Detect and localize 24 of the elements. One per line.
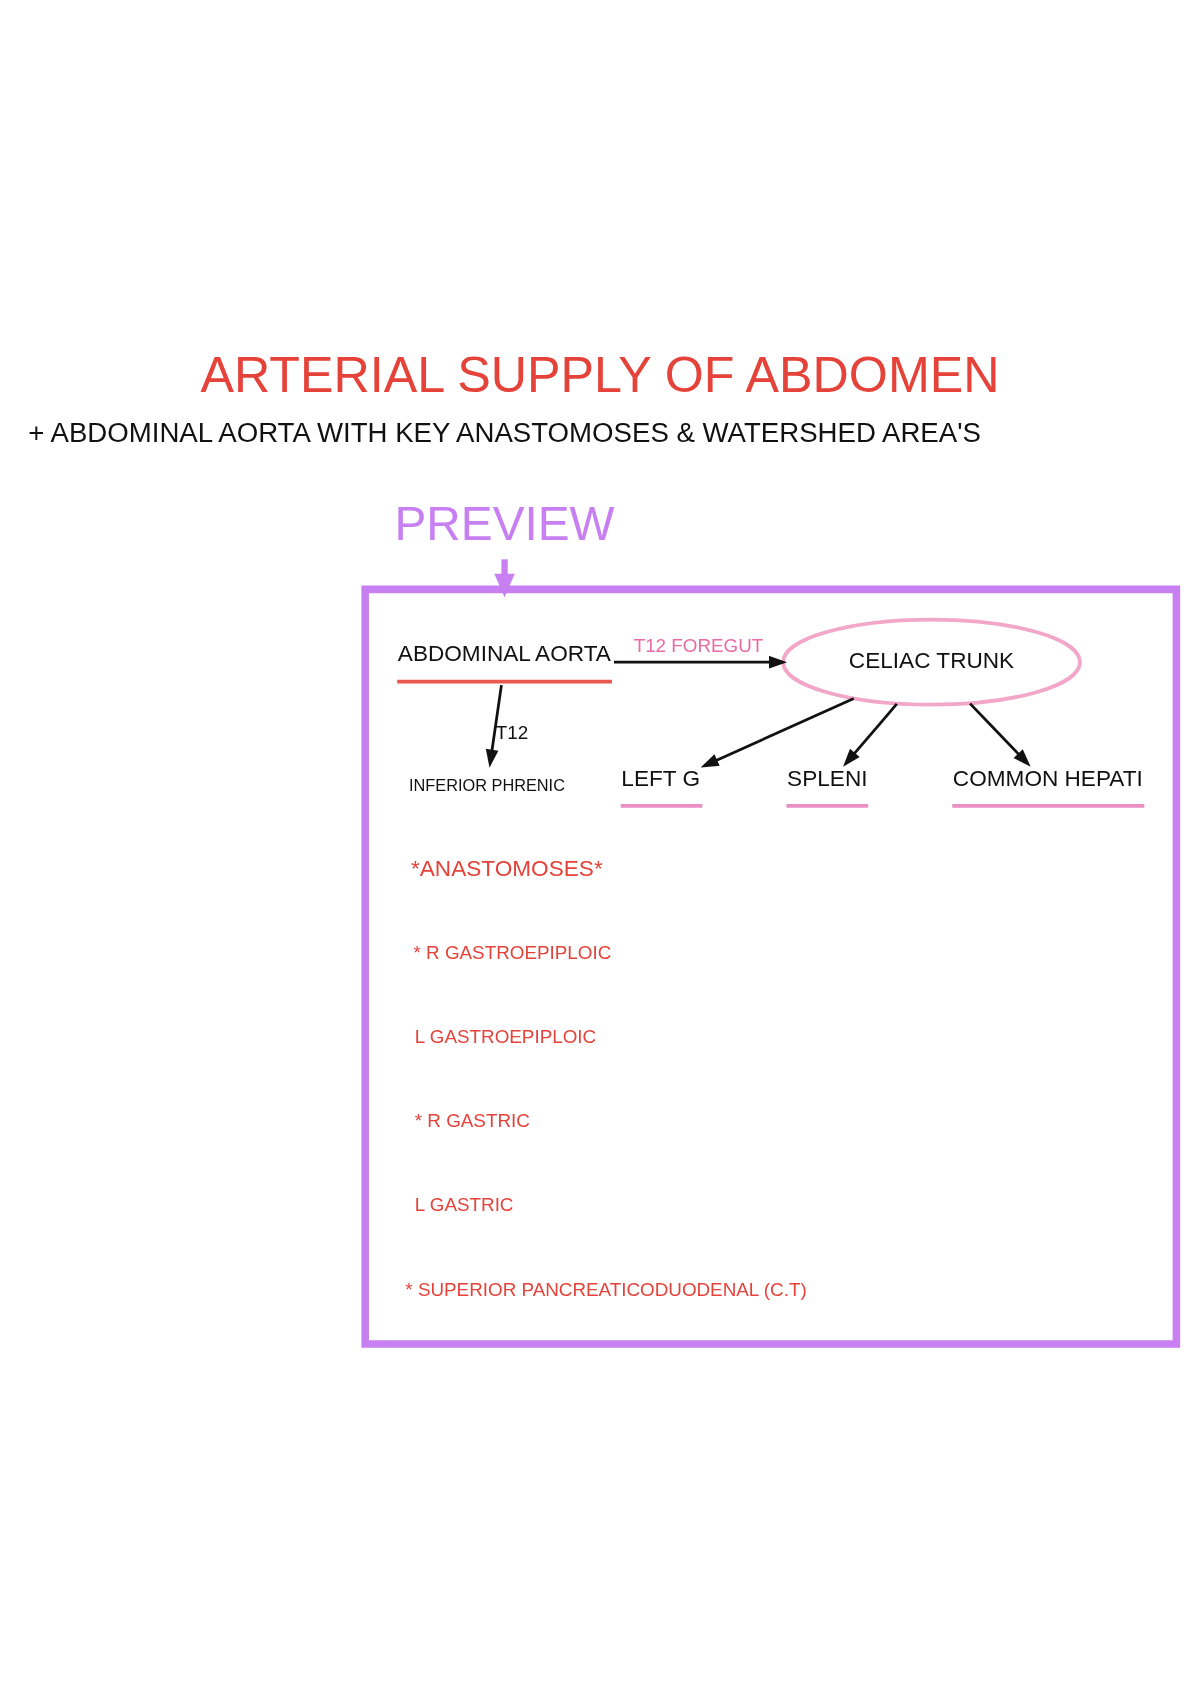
node-text: ABDOMINAL AORTA [397,640,611,666]
node-text: SPLENI [787,765,868,791]
edge-label: T12 [495,721,529,743]
node-text: INFERIOR PHRENIC [409,775,565,794]
node-text: COMMON HEPATI [952,765,1143,791]
label: L GASTRIC [414,1193,514,1215]
node-text: PREVIEW [394,496,615,550]
arrow [843,702,898,767]
node-ellipse: CELIAC TRUNK [781,617,1082,707]
arrow [969,702,1031,767]
label: *ANASTOMOSES* [411,855,603,881]
label: * R GASTRIC [414,1109,530,1131]
label: L GASTROEPIPLOIC [414,1025,597,1047]
arrow [700,696,855,768]
arrow [613,655,788,668]
cluster [361,585,1181,1348]
edge-label: T12 FOREGUT [633,634,764,656]
node-text: LEFT G [621,765,701,791]
arrow [485,684,503,768]
label: + ABDOMINAL AORTA WITH KEY ANASTOMOSES & WATERSHED AREA'S [28,416,981,448]
arrow [494,558,515,597]
diagram-title: ARTERIAL SUPPLY OF ABDOMEN [200,346,1000,403]
label: * SUPERIOR PANCREATICODUODENAL (C.T) [405,1278,807,1300]
label: * R GASTROEPIPLOIC [413,941,612,963]
